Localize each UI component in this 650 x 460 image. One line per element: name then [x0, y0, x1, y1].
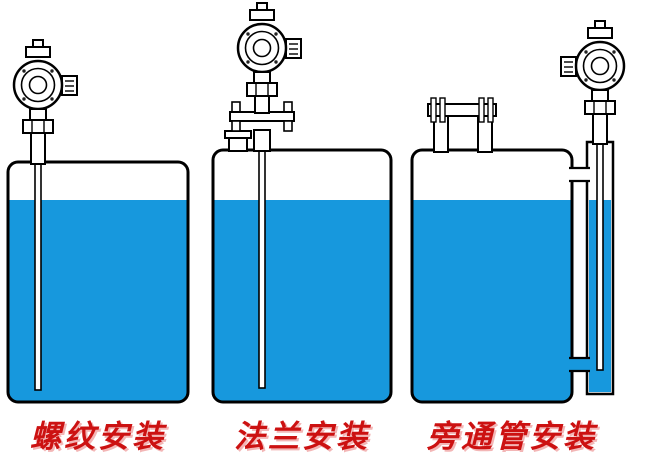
- tank-outline: [6, 160, 190, 404]
- spare-nozzle-cap: [224, 130, 252, 139]
- flange-bolt: [283, 101, 293, 113]
- caption-bypass-pipe-installation: 旁通管安装: [427, 418, 597, 455]
- installation-diagram-graphic: [6, 1, 626, 404]
- caption-flange-installation: 法兰安装: [234, 418, 370, 455]
- flange-bolt: [231, 120, 241, 132]
- threaded-connection: [30, 132, 46, 165]
- probe-rod: [34, 159, 42, 391]
- flange-bolt: [231, 101, 241, 113]
- transmitter-stem: [254, 95, 270, 114]
- tank-outline: [211, 148, 393, 404]
- tank-liquid: [213, 200, 391, 402]
- probe-rod: [596, 141, 604, 371]
- probe-rod: [258, 147, 266, 389]
- transmitter-icon: [559, 19, 626, 116]
- flange-bolt: [283, 120, 293, 132]
- flange-neck: [253, 129, 271, 152]
- bypass-bottom-stub: [569, 359, 590, 371]
- manifold-bolt: [478, 97, 485, 123]
- threaded-connection: [592, 113, 608, 145]
- manifold-bolt: [430, 97, 437, 123]
- panel-threaded: [6, 38, 190, 404]
- transmitter-icon: [236, 1, 303, 98]
- manifold-pipe: [427, 103, 497, 117]
- transmitter-icon: [12, 38, 79, 135]
- bypass-top-stub: [569, 169, 590, 181]
- panel-bypass: [410, 19, 626, 404]
- caption-threaded-installation: 螺纹安装: [30, 418, 166, 455]
- manifold-bolt: [487, 97, 494, 123]
- manifold-bolt: [439, 97, 446, 123]
- tank-liquid: [412, 200, 572, 402]
- spare-nozzle: [228, 136, 248, 152]
- panel-flange: [211, 1, 393, 404]
